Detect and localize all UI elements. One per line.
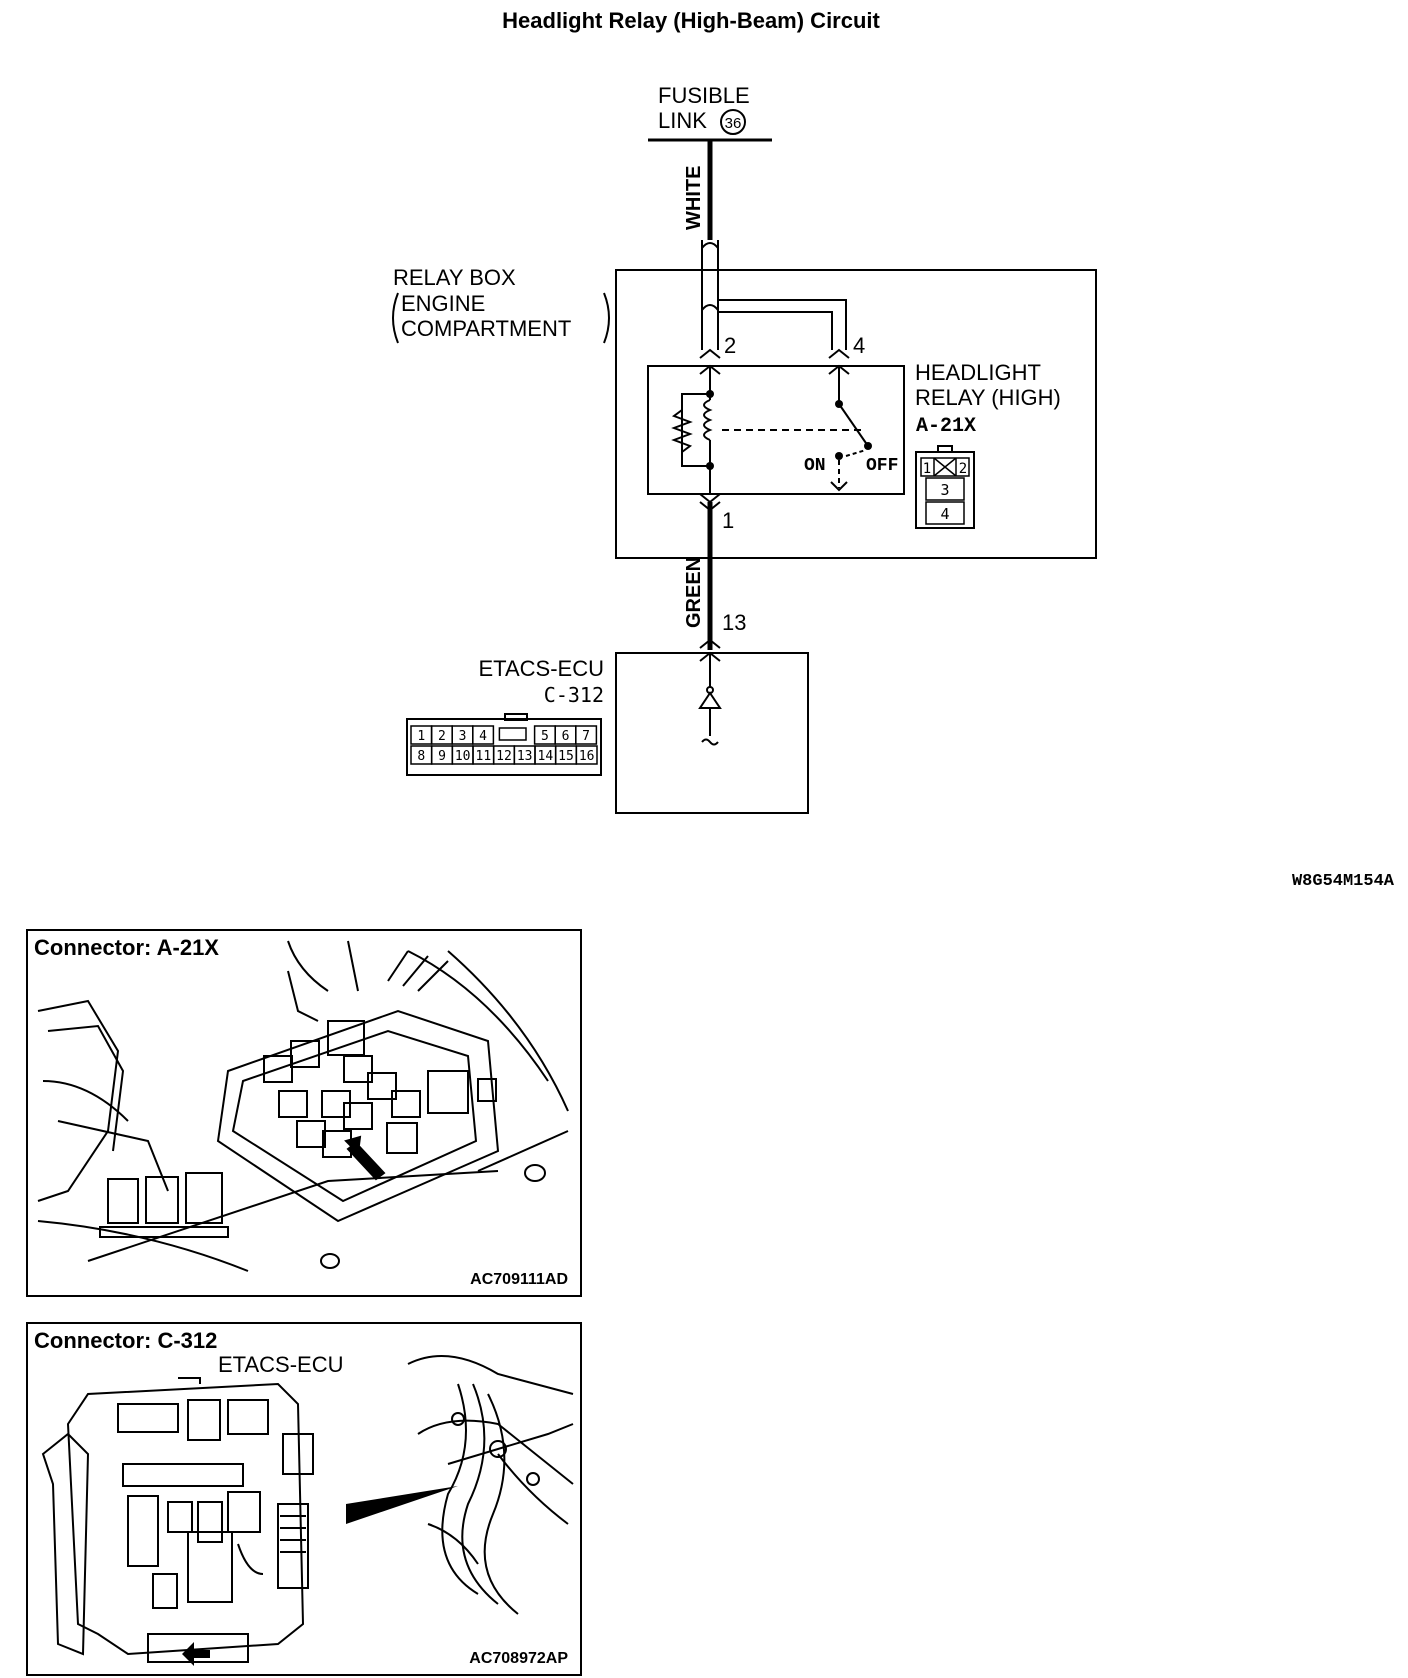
ecu-connector-pin-label: 13 <box>517 749 533 764</box>
ecu-connector-pin-label: 2 <box>438 729 446 744</box>
panel-title: Connector: C-312 <box>34 1328 218 1353</box>
ecu-connector-pin-label: 4 <box>479 729 487 744</box>
fusible-link-number-circle <box>720 109 746 135</box>
relay-resistor <box>671 409 693 453</box>
pin-1-label: 1 <box>722 508 734 533</box>
ecu-connector-pin-label: 8 <box>417 749 425 764</box>
switch-off-dash <box>845 449 867 457</box>
page-title: Headlight Relay (High-Beam) Circuit <box>502 8 880 33</box>
panel-subtitle: ETACS-ECU <box>218 1352 344 1377</box>
relay-connector-label: A-21X <box>916 415 976 438</box>
pointer-wedge <box>346 1486 458 1524</box>
relay-connector-pin4-cell <box>925 501 965 525</box>
ecu-connector-pin-label: 6 <box>562 729 570 744</box>
panel-title: Connector: A-21X <box>34 935 219 960</box>
relay-box-label: RELAY BOX <box>393 265 516 290</box>
location-arrow <box>344 1135 386 1181</box>
relay-box-label-2: ENGINE <box>401 291 485 316</box>
ecu-wire-break <box>701 738 719 746</box>
switch-on-label: ON <box>804 456 826 476</box>
relay-connector-pin-2: 2 <box>959 461 967 477</box>
relay-connector-pin-1: 1 <box>923 461 931 477</box>
ecu-connector-pin-label: 14 <box>538 749 554 764</box>
ecu-connector-pin-cell <box>575 745 598 765</box>
fusible-link-label: FUSIBLE <box>658 83 750 108</box>
ecu-label: ETACS-ECU <box>479 656 605 681</box>
pin-4-label: 4 <box>853 333 865 358</box>
panel-code: AC709111AD <box>470 1271 568 1288</box>
pin-2-label: 2 <box>724 333 736 358</box>
switch-on-contact <box>835 452 843 460</box>
ecu-connector-pin-label: 10 <box>455 749 471 764</box>
relay-connector-pin-3: 3 <box>940 481 949 499</box>
diagram-code: W8G54M154A <box>1291 872 1394 891</box>
location-arrow <box>182 1642 210 1666</box>
relay-box-paren-left <box>392 292 399 344</box>
ecu-connector-pin-label: 12 <box>496 749 512 764</box>
relay-coil <box>703 399 713 441</box>
ecu-connector-pin-label: 9 <box>438 749 446 764</box>
fusible-link-label-2: LINK <box>658 108 707 133</box>
ecu-connector-pin-label: 7 <box>582 729 590 744</box>
engine-relay-box-illustration <box>37 940 569 1272</box>
switch-blade <box>838 403 869 447</box>
ecu-connector-pin-label: 3 <box>459 729 467 744</box>
ecu-connector-pin-label: 15 <box>558 749 574 764</box>
relay-box-label-3: COMPARTMENT <box>401 316 571 341</box>
relay-connector-key <box>937 445 953 453</box>
ecu-connector-pin-label: 1 <box>417 729 425 744</box>
relay-label-2: RELAY (HIGH) <box>915 385 1061 410</box>
panel-code: AC708972AP <box>469 1650 568 1667</box>
connector-photo-c312: Connector: C-312 ETACS-ECU AC708972AP <box>26 1322 582 1676</box>
relay-box <box>615 269 1097 559</box>
pin2-arrow <box>699 348 721 359</box>
ecu-input-buffer <box>698 691 722 709</box>
pin-13-label: 13 <box>722 610 746 635</box>
branch-wire-inner <box>718 311 833 350</box>
ecu-connector-pin-label: 5 <box>541 729 549 744</box>
ecu-connector-pin-cell <box>472 725 495 745</box>
relay-box-paren-right <box>603 292 610 344</box>
wiring-diagram: FUSIBLE LINK 36 WHITE RELAY BOX ENGINE C… <box>392 83 1097 814</box>
ecu-box <box>615 652 809 814</box>
relay-connector-pin-row <box>920 457 970 477</box>
wire-cap <box>701 242 719 249</box>
etacs-ecu-illustration <box>41 1355 574 1666</box>
resistor-wire <box>681 393 710 467</box>
relay-label: HEADLIGHT <box>915 360 1041 385</box>
pin13-arrow <box>699 638 721 649</box>
ecu-connector-label: C-312 <box>544 683 604 707</box>
ecu-connector-key <box>504 713 528 721</box>
branch-wire-outer <box>718 299 847 350</box>
switch-off-contact <box>864 442 872 450</box>
pin4-arrow <box>828 348 850 359</box>
ecu-connector-pin-label: 11 <box>476 749 492 764</box>
relay-connector-unused-x2 <box>933 457 957 477</box>
green-wire-label: GREEN <box>683 557 705 628</box>
relay-connector-pin3-cell <box>925 477 965 501</box>
relay-connector-pin-4: 4 <box>940 505 949 523</box>
junction-cap <box>701 304 719 311</box>
ecu-connector-pin-label: 16 <box>579 749 595 764</box>
pin1-arrow <box>699 493 721 504</box>
relay-body <box>647 365 905 495</box>
switch-off-label: OFF <box>866 456 898 476</box>
connector-photo-a21x: Connector: A-21X AC709111AD <box>26 929 582 1297</box>
white-wire-label: WHITE <box>683 166 705 230</box>
switch-on-arrow <box>830 481 848 492</box>
ecu-connector-pin-cell <box>575 725 598 745</box>
fusible-link-number: 36 <box>725 115 742 132</box>
ecu-connector-pin-cell <box>498 727 527 741</box>
